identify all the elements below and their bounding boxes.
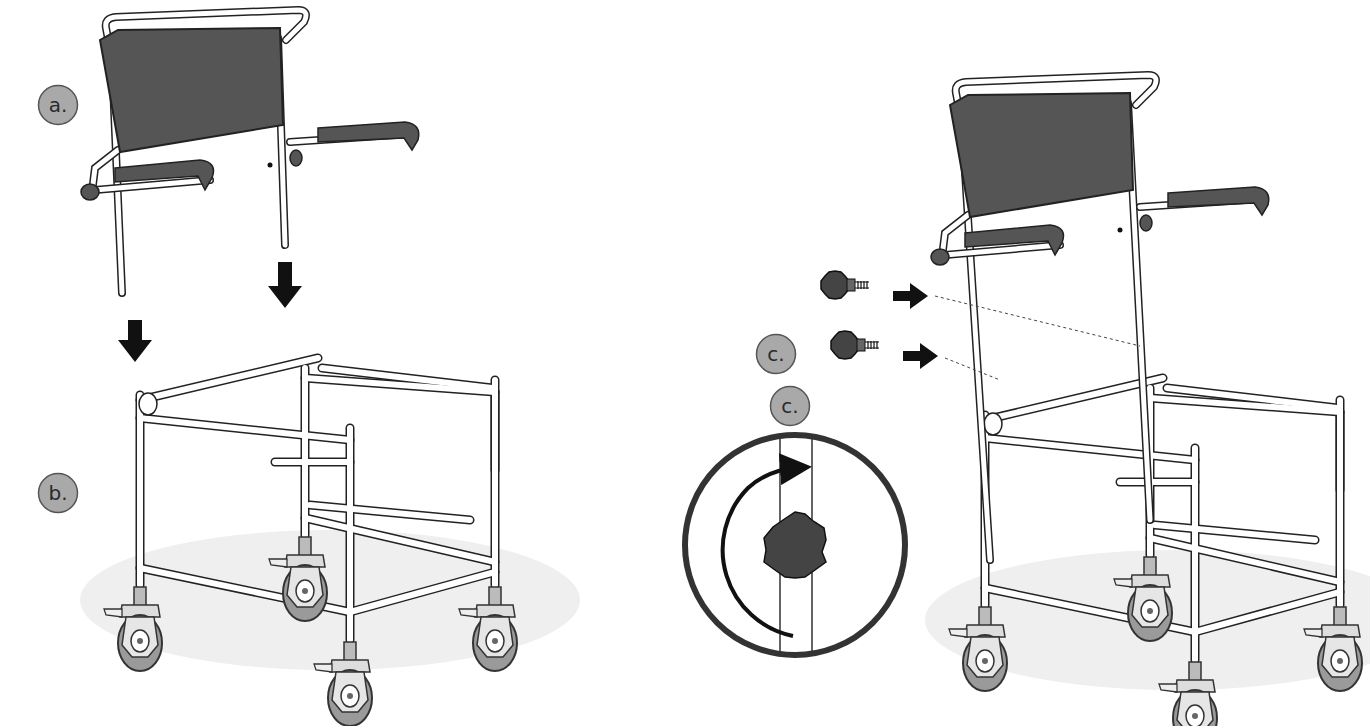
base-frame xyxy=(80,358,580,726)
callout-circle: c. xyxy=(755,333,797,375)
detail-magnifier xyxy=(685,435,905,655)
callout-label: b. xyxy=(48,481,67,505)
callout-label: c. xyxy=(767,342,784,366)
callout-circle: b. xyxy=(37,472,79,514)
down-arrow xyxy=(118,320,152,362)
back-frame xyxy=(81,10,419,293)
callout-label: c. xyxy=(781,394,798,418)
assembled-chair xyxy=(925,75,1370,726)
knob-insert xyxy=(821,271,1140,380)
callout-label: a. xyxy=(49,93,68,117)
callout-circle: a. xyxy=(37,84,79,126)
down-arrow xyxy=(268,262,302,308)
callout-circle: c. xyxy=(769,385,811,427)
